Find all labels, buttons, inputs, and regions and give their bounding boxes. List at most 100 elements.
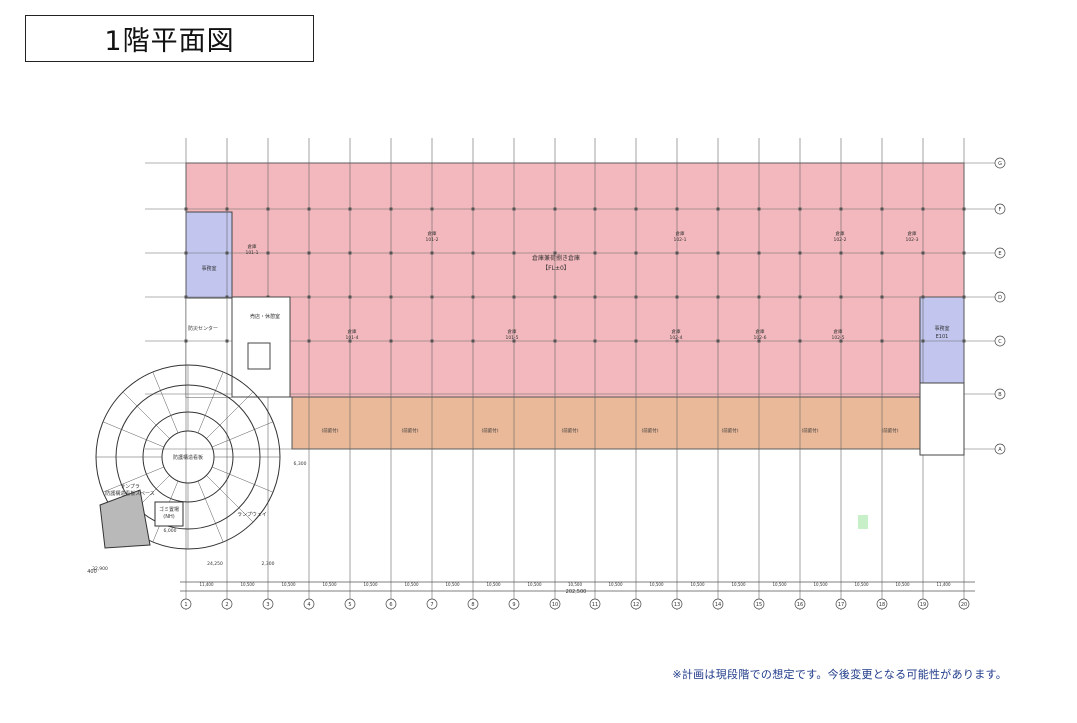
column-post <box>225 339 229 343</box>
span-label: 10,500 <box>691 582 705 587</box>
column-post <box>307 339 311 343</box>
berth-note: (前庭付) <box>561 427 578 434</box>
warehouse-cell-id: 102-4 <box>669 335 682 341</box>
warehouse-cell-id: 102-3 <box>905 237 918 243</box>
column-post <box>471 251 475 255</box>
grid-column-marker <box>180 598 192 610</box>
column-post <box>471 295 475 299</box>
column-post <box>839 207 843 211</box>
ramp-spoke <box>197 480 224 543</box>
column-post <box>553 295 557 299</box>
column-post <box>675 339 679 343</box>
column-post <box>307 251 311 255</box>
grid-column-label: 15 <box>756 602 762 608</box>
column-post <box>757 295 761 299</box>
column-post <box>389 251 393 255</box>
warehouse-cell-id: 101-1 <box>245 250 258 256</box>
column-post <box>880 207 884 211</box>
grid-row-marker <box>994 291 1006 303</box>
span-label: 10,500 <box>241 582 255 587</box>
ramp-space-sub-label: 防護構造看板スペース <box>105 490 154 497</box>
column-post <box>839 251 843 255</box>
warehouse-cell-id: 102-1 <box>673 237 686 243</box>
warehouse-cell-id: 101-5 <box>505 335 518 341</box>
garbage-room <box>154 501 184 527</box>
grid-column-marker <box>344 598 356 610</box>
warehouse-cell-name: 倉庫 <box>248 243 257 250</box>
warehouse-cell-id: 102-6 <box>753 335 766 341</box>
ramp-spoke <box>211 466 274 493</box>
span-label: 10,500 <box>773 582 787 587</box>
grid-column-marker <box>835 598 847 610</box>
span-label: 10,500 <box>528 582 542 587</box>
warehouse-cell-name: 倉庫 <box>676 230 685 237</box>
ramp-dimension-label: 32,900 <box>92 566 108 572</box>
column-post <box>634 251 638 255</box>
warehouse-cell-name: 倉庫 <box>508 328 517 335</box>
central-room-label: 防護構造看板 <box>173 454 203 461</box>
floor-level-label: 【FL±0】 <box>542 265 570 272</box>
garbage-sub-label: (NH) <box>163 514 174 520</box>
ramp-dimension-label: 24,250 <box>207 561 223 567</box>
grid-column-marker <box>876 598 888 610</box>
ramp-space-label: ランプラ <box>120 484 140 490</box>
column-post <box>389 295 393 299</box>
ramp-spoke <box>206 475 254 523</box>
grid-row-label: D <box>998 295 1002 301</box>
span-label: 10,500 <box>896 582 910 587</box>
column-post <box>634 295 638 299</box>
column-post <box>962 339 966 343</box>
warehouse-cell-id: 101-2 <box>425 237 438 243</box>
ramp-label: ランプウェイ <box>237 511 267 518</box>
ramp-dimension-label: 2,300 <box>262 561 275 567</box>
grid-row-marker <box>994 388 1006 400</box>
column-post <box>880 251 884 255</box>
ramp-spoke <box>122 391 170 439</box>
span-label: 10,500 <box>487 582 501 587</box>
column-post <box>225 295 229 299</box>
page-title: 1階平面図 <box>25 15 314 62</box>
grid-row-label: C <box>998 339 1002 345</box>
office-left <box>185 211 233 299</box>
warehouse-zone <box>185 162 965 398</box>
right-core <box>919 382 965 456</box>
grid-column-label: 9 <box>512 602 515 608</box>
warehouse-cell-name: 倉庫 <box>428 230 437 237</box>
column-post <box>512 295 516 299</box>
office-right-id: E101 <box>936 334 949 340</box>
column-post <box>675 295 679 299</box>
grid-column-marker <box>958 598 970 610</box>
column-post <box>512 207 516 211</box>
column-post <box>389 207 393 211</box>
column-post <box>962 295 966 299</box>
grid-column-marker <box>426 598 438 610</box>
grid-column-marker <box>794 598 806 610</box>
column-post <box>389 339 393 343</box>
footnote: ※計画は現段階での想定です。今後変更となる可能性があります。 <box>672 668 1007 681</box>
column-post <box>430 295 434 299</box>
ramp-dimension-label: 6,000 <box>164 528 177 534</box>
grid-column-label: 3 <box>266 602 269 608</box>
warehouse-cell-name: 倉庫 <box>834 328 843 335</box>
grid-column-label: 12 <box>633 602 639 608</box>
column-post <box>553 251 557 255</box>
grid-row-label: A <box>998 447 1002 453</box>
column-post <box>757 251 761 255</box>
column-post <box>593 339 597 343</box>
span-label: 10,500 <box>568 582 582 587</box>
span-label: 10,500 <box>609 582 623 587</box>
disaster-center-label: 防災センター <box>188 325 218 332</box>
warehouse-cell-name: 倉庫 <box>348 328 357 335</box>
grid-column-marker <box>262 598 274 610</box>
column-post <box>921 207 925 211</box>
grid-column-label: 20 <box>961 602 967 608</box>
grid-row-marker <box>994 247 1006 259</box>
span-label: 10,500 <box>282 582 296 587</box>
column-post <box>716 295 720 299</box>
truck-berth-zone <box>291 396 921 450</box>
column-post <box>348 295 352 299</box>
warehouse-cell-id: 102-5 <box>831 335 844 341</box>
office-right-label: 事務室 <box>934 325 949 332</box>
lobby-label: 売店・休憩室 <box>250 313 280 320</box>
column-post <box>798 295 802 299</box>
